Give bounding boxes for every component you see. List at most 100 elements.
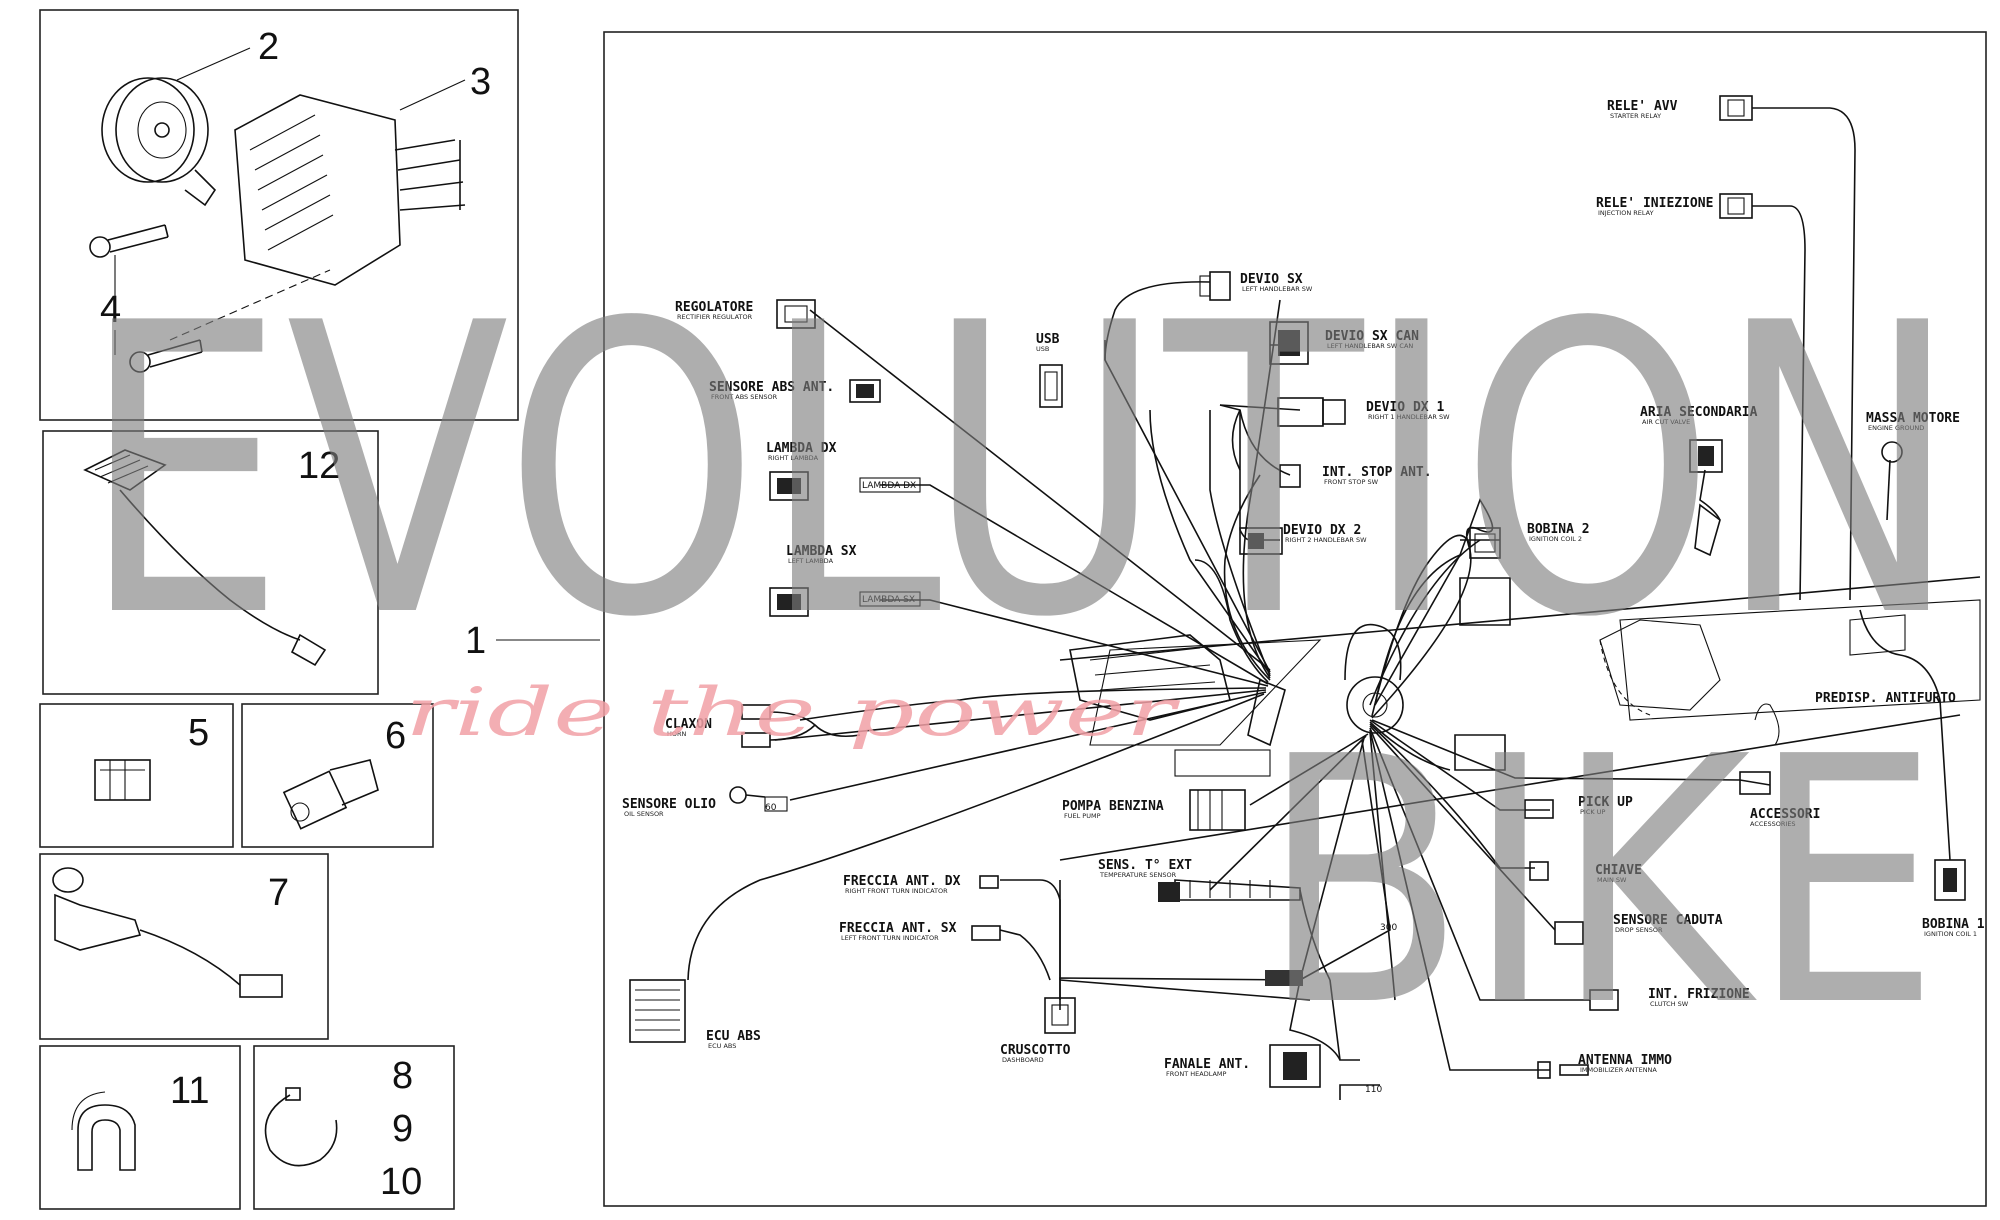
- tag-lambda-sx: LAMBDA SX: [862, 595, 915, 605]
- svg-text:DROP SENSOR: DROP SENSOR: [1615, 926, 1663, 934]
- svg-text:ECU ABS: ECU ABS: [706, 1029, 761, 1044]
- svg-text:LEFT LAMBDA: LEFT LAMBDA: [788, 557, 834, 565]
- label-regolatore: REGOLATORE RECTIFIER REGULATOR: [675, 300, 753, 321]
- svg-text:DEVIO DX 1: DEVIO DX 1: [1366, 400, 1444, 415]
- label-sensore-olio: SENSORE OLIO OIL SENSOR: [622, 797, 716, 818]
- svg-text:SENS. T° EXT: SENS. T° EXT: [1098, 858, 1192, 873]
- label-accessori: ACCESSORI ACCESSORIES: [1750, 807, 1820, 828]
- connector-6-part: [282, 759, 379, 830]
- svg-text:ride the power: ride the power: [405, 674, 1180, 751]
- svg-text:LAMBDA DX: LAMBDA DX: [766, 441, 837, 456]
- svg-text:FRECCIA ANT. SX: FRECCIA ANT. SX: [839, 921, 957, 936]
- svg-text:FRECCIA ANT. DX: FRECCIA ANT. DX: [843, 874, 961, 889]
- svg-text:RELE' INIEZIONE: RELE' INIEZIONE: [1596, 196, 1713, 211]
- label-bobina-1: BOBINA 1 IGNITION COIL 1: [1922, 917, 1985, 938]
- svg-text:ENGINE GROUND: ENGINE GROUND: [1868, 424, 1924, 432]
- svg-text:SENSORE OLIO: SENSORE OLIO: [622, 797, 716, 812]
- svg-text:USB: USB: [1036, 345, 1049, 353]
- frame-outline: [1059, 576, 1981, 861]
- label-int-stop-ant: INT. STOP ANT. FRONT STOP SW: [1322, 465, 1432, 486]
- tag-lambda-dx: LAMBDA DX: [862, 481, 916, 491]
- svg-text:TEMPERATURE SENSOR: TEMPERATURE SENSOR: [1099, 871, 1177, 879]
- svg-text:INT. FRIZIONE: INT. FRIZIONE: [1648, 987, 1750, 1002]
- connector-5-part: [94, 759, 151, 801]
- svg-text:ARIA SECONDARIA: ARIA SECONDARIA: [1640, 405, 1758, 420]
- svg-text:INT. STOP ANT.: INT. STOP ANT.: [1322, 465, 1432, 480]
- label-lambda-sx: LAMBDA SX LEFT LAMBDA: [786, 544, 857, 565]
- label-sensore-caduta: SENSORE CADUTA DROP SENSOR: [1613, 913, 1723, 934]
- svg-text:LEFT HANDLEBAR SW CAN: LEFT HANDLEBAR SW CAN: [1327, 342, 1413, 350]
- label-devio-dx-1: DEVIO DX 1 RIGHT 1 HANDLEBAR SW: [1366, 400, 1450, 421]
- label-usb: USB USB: [1036, 332, 1060, 353]
- label-sensore-abs-ant: SENSORE ABS ANT. FRONT ABS SENSOR: [709, 380, 834, 401]
- svg-text:CHIAVE: CHIAVE: [1595, 863, 1642, 878]
- svg-text:IMMOBILIZER ANTENNA: IMMOBILIZER ANTENNA: [1580, 1066, 1657, 1074]
- label-cruscotto: CRUSCOTTO DASHBOARD: [1000, 1043, 1071, 1064]
- parts-box-5: [39, 703, 234, 848]
- label-antenna-immo: ANTENNA IMMO IMMOBILIZER ANTENNA: [1578, 1053, 1672, 1074]
- svg-text:RIGHT 1 HANDLEBAR SW: RIGHT 1 HANDLEBAR SW: [1368, 413, 1450, 421]
- label-int-frizione: INT. FRIZIONE CLUTCH SW: [1648, 987, 1750, 1008]
- svg-text:ACCESSORI: ACCESSORI: [1750, 807, 1820, 822]
- svg-text:RELE' AVV: RELE' AVV: [1607, 99, 1678, 114]
- label-freccia-ant-dx: FRECCIA ANT. DX RIGHT FRONT TURN INDICAT…: [843, 874, 961, 895]
- svg-text:LEFT FRONT TURN INDICATOR: LEFT FRONT TURN INDICATOR: [841, 934, 939, 942]
- parts-box-sensor-12: [42, 430, 379, 695]
- svg-text:FRONT ABS SENSOR: FRONT ABS SENSOR: [711, 393, 778, 401]
- label-aria-secondaria: ARIA SECONDARIA AIR CUT VALVE: [1640, 405, 1758, 426]
- svg-text:RECTIFIER REGULATOR: RECTIFIER REGULATOR: [677, 313, 753, 321]
- part-number-1: 1: [465, 620, 486, 662]
- label-lambda-dx: LAMBDA DX RIGHT LAMBDA: [766, 441, 837, 462]
- part-number-12: 12: [298, 445, 340, 487]
- label-pick-up: PICK UP PICK UP: [1578, 795, 1633, 816]
- watermark: EVOLUTION BIKE ride the power: [80, 240, 1960, 1081]
- label-fanale-ant: FANALE ANT. FRONT HEADLAMP: [1164, 1057, 1250, 1078]
- part-number-9: 9: [392, 1108, 413, 1150]
- part-number-8: 8: [392, 1055, 413, 1097]
- svg-text:DEVIO DX 2: DEVIO DX 2: [1283, 523, 1361, 538]
- parts-box-horn-regulator: [39, 9, 519, 421]
- part-number-2: 2: [258, 26, 279, 68]
- harness-wires: [687, 107, 1951, 1100]
- svg-text:ECU ABS: ECU ABS: [708, 1042, 736, 1050]
- svg-text:USB: USB: [1036, 332, 1060, 347]
- svg-text:CRUSCOTTO: CRUSCOTTO: [1000, 1043, 1071, 1058]
- horn-part: [101, 77, 217, 207]
- svg-text:DEVIO SX CAN: DEVIO SX CAN: [1325, 329, 1419, 344]
- bolt-parts: [89, 224, 331, 373]
- svg-text:ACCESSORIES: ACCESSORIES: [1750, 820, 1796, 828]
- parts-box-8-9-10: [253, 1045, 455, 1210]
- svg-text:MAIN SW: MAIN SW: [1597, 876, 1627, 884]
- svg-text:HORN: HORN: [667, 730, 687, 738]
- parts-box-11: [39, 1045, 241, 1210]
- label-rele-avv: RELE' AVV STARTER RELAY: [1607, 99, 1678, 120]
- svg-text:FRONT STOP SW: FRONT STOP SW: [1324, 478, 1379, 486]
- svg-text:RIGHT LAMBDA: RIGHT LAMBDA: [768, 454, 819, 462]
- sensor-7-part: [52, 867, 283, 998]
- label-bobina-2: BOBINA 2 IGNITION COIL 2: [1527, 522, 1590, 543]
- label-massa-motore: MASSA MOTORE ENGINE GROUND: [1866, 411, 1960, 432]
- svg-text:PICK UP: PICK UP: [1578, 795, 1633, 810]
- svg-text:MASSA MOTORE: MASSA MOTORE: [1866, 411, 1960, 426]
- label-freccia-ant-sx: FRECCIA ANT. SX LEFT FRONT TURN INDICATO…: [839, 921, 957, 942]
- part-number-6: 6: [385, 715, 406, 757]
- svg-text:INJECTION RELAY: INJECTION RELAY: [1598, 209, 1654, 217]
- tag-110: 110: [1365, 1085, 1382, 1095]
- svg-text:IGNITION COIL 1: IGNITION COIL 1: [1924, 930, 1977, 938]
- part-number-5: 5: [188, 712, 209, 754]
- wiring-harness-frame: [603, 31, 1987, 1207]
- harness-connectors: [629, 95, 1966, 1088]
- parts-box-6: [241, 703, 434, 848]
- svg-text:BOBINA 1: BOBINA 1: [1922, 917, 1985, 932]
- svg-text:SENSORE CADUTA: SENSORE CADUTA: [1613, 913, 1723, 928]
- svg-text:REGOLATORE: REGOLATORE: [675, 300, 753, 315]
- svg-text:EVOLUTION: EVOLUTION: [80, 240, 1960, 705]
- label-devio-sx: DEVIO SX LEFT HANDLEBAR SW: [1240, 272, 1313, 293]
- svg-text:LEFT HANDLEBAR SW: LEFT HANDLEBAR SW: [1242, 285, 1313, 293]
- svg-text:RIGHT 2 HANDLEBAR SW: RIGHT 2 HANDLEBAR SW: [1285, 536, 1367, 544]
- svg-text:OIL SENSOR: OIL SENSOR: [624, 810, 664, 818]
- label-devio-dx-2: DEVIO DX 2 RIGHT 2 HANDLEBAR SW: [1283, 523, 1367, 544]
- parts-box-7: [39, 853, 329, 1040]
- svg-text:SENSORE ABS ANT.: SENSORE ABS ANT.: [709, 380, 834, 395]
- label-devio-sx-can: DEVIO SX CAN LEFT HANDLEBAR SW CAN: [1325, 329, 1419, 350]
